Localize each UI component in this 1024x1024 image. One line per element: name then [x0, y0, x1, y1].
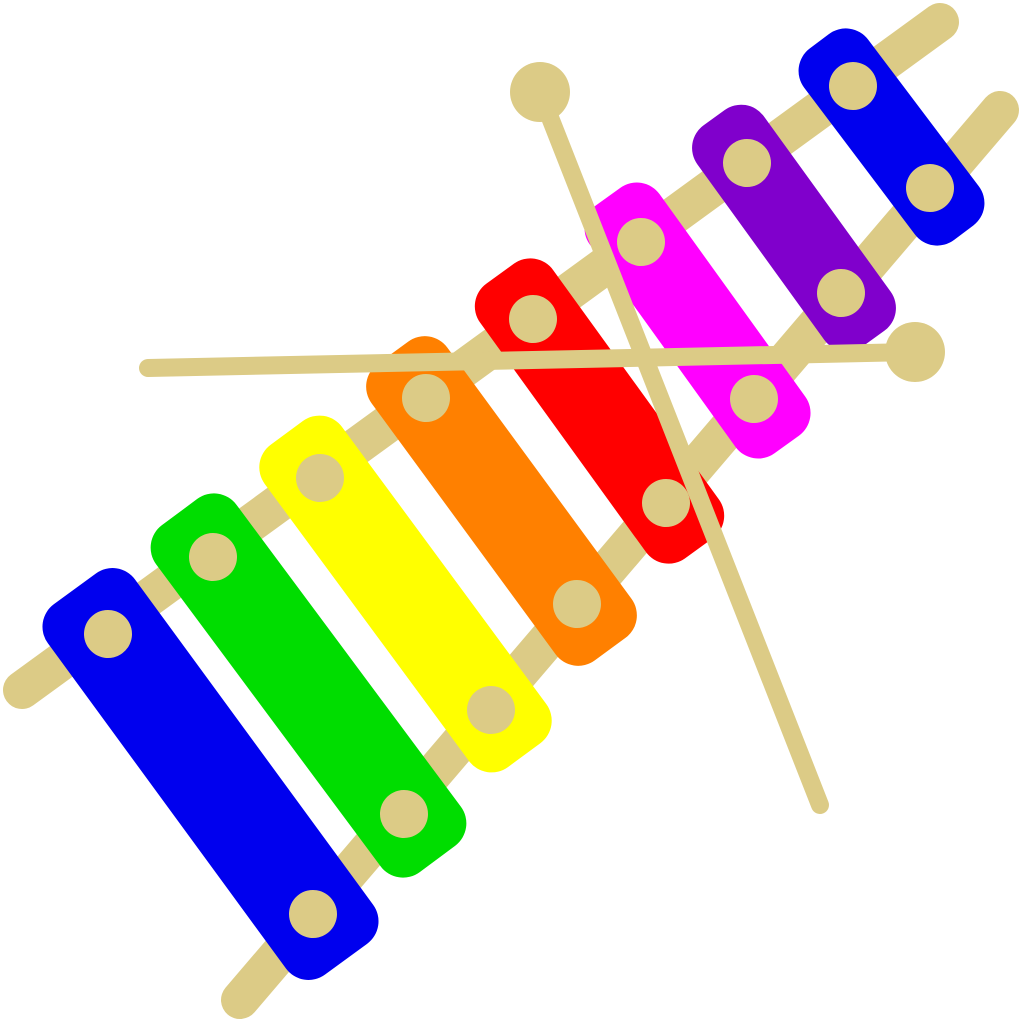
orange-bar-peg-bottom: [553, 579, 602, 628]
rail-lower: [221, 91, 1019, 1019]
purple-bar: [692, 104, 896, 352]
small-blue-bar-peg-bottom: [905, 164, 954, 213]
yellow-bar: [259, 415, 552, 773]
mallet-diagonal: [510, 62, 829, 814]
small-blue-bar-peg-top: [829, 61, 878, 110]
magenta-bar-peg-bottom: [730, 374, 779, 423]
red-bar-peg-top: [509, 295, 558, 344]
orange-bar: [366, 336, 637, 666]
red-bar: [474, 258, 725, 564]
purple-bar-peg-bottom: [817, 269, 866, 318]
yellow-bar-peg-bottom: [467, 685, 516, 734]
mallets: [139, 62, 945, 814]
magenta-bar: [584, 182, 811, 459]
xylophone-bars: [42, 28, 985, 980]
blue-bar: [42, 568, 379, 980]
mallet-horizontal: [139, 322, 945, 382]
mallet-horizontal-head: [885, 322, 945, 382]
mallet-diagonal-head: [510, 62, 570, 122]
yellow-bar-body: [259, 415, 552, 773]
blue-bar-peg-top: [84, 610, 133, 659]
magenta-bar-peg-top: [616, 218, 665, 267]
blue-bar-peg-bottom: [288, 889, 337, 938]
mallet-horizontal-handle: [139, 343, 924, 377]
green-bar: [150, 493, 467, 878]
purple-bar-peg-top: [722, 138, 771, 187]
mallet-diagonal-handle: [531, 83, 829, 814]
green-bar-body: [150, 493, 467, 878]
orange-bar-peg-top: [401, 374, 450, 423]
red-bar-peg-bottom: [641, 478, 690, 527]
yellow-bar-peg-top: [295, 454, 344, 503]
green-bar-peg-bottom: [380, 789, 429, 838]
small-blue-bar: [798, 28, 985, 246]
green-bar-peg-top: [188, 533, 237, 582]
blue-bar-body: [42, 568, 379, 980]
